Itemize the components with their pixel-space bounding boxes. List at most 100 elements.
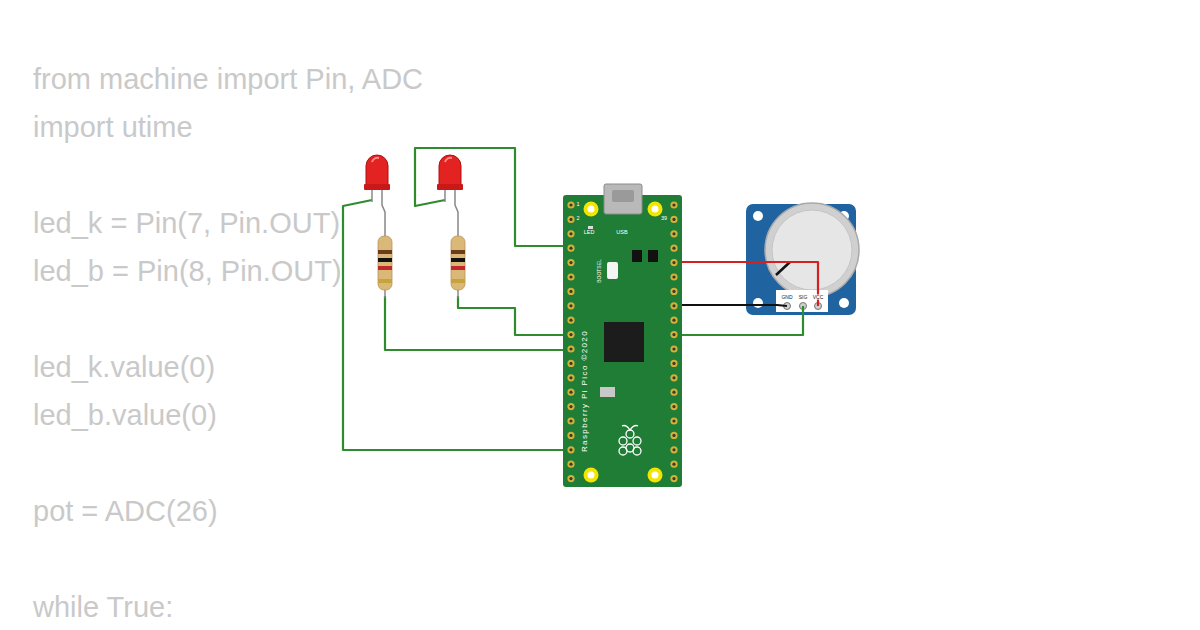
pin-pad [670,360,677,367]
pin-pad [670,461,677,468]
mounting-hole-center [588,472,595,479]
pin-pad [670,475,677,482]
pin-pad [567,230,574,237]
pin-pad [670,417,677,424]
pin-hole [569,319,572,322]
berry [633,437,641,445]
usb-opening [612,190,634,202]
resistor-band [451,258,465,262]
pin-hole [672,477,675,480]
mounting-hole [753,211,763,221]
pin-pad [670,273,677,280]
mounting-hole [584,468,599,483]
wire [682,305,787,306]
led-with-resistor [437,155,465,298]
wire [385,296,574,350]
resistor-symbol [451,236,465,290]
pin-hole [569,203,572,206]
pin-hole [569,304,572,307]
pin-hole [672,218,675,221]
pin-pad [567,245,574,252]
board-label: USB [616,230,627,236]
led-leg [455,188,458,237]
led-leg [371,188,373,202]
pin-hole [672,333,675,336]
code-line: led_b.value(0) [33,401,217,430]
pin-hole [569,477,572,480]
mounting-hole [839,298,849,308]
pin-number: 1 [576,202,579,208]
wire [343,200,574,450]
code-line: led_k.value(0) [33,353,215,382]
pin-pad [670,245,677,252]
raspberry-logo [619,426,641,456]
pin-hole [569,362,572,365]
pin-pad [567,201,574,208]
pin-pad [567,374,574,381]
board-label: Raspberry Pi Pico ©2020 [581,330,589,452]
pin-pad [567,417,574,424]
led-leg [382,188,385,237]
pin-pad [567,345,574,352]
pin-hole [569,218,572,221]
pico-board [563,184,682,487]
pin-pad [670,201,677,208]
pin-pad [670,317,677,324]
board-label: LED [584,230,595,236]
resistor-band [378,250,392,254]
pin-pad [670,345,677,352]
led-rim [437,184,463,190]
pin-hole [569,261,572,264]
mounting-hole-center [652,472,659,479]
pin-hole [672,463,675,466]
resistor-band [378,266,392,270]
smd-part [632,250,642,262]
pin-hole [569,290,572,293]
pin-pad [567,302,574,309]
pot-knob [772,210,852,290]
pot-pcb [746,204,856,315]
board-label: BOOTSEL [597,259,602,283]
pin-hole [672,304,675,307]
knob-indicator [776,262,790,275]
pin-pad [567,360,574,367]
potentiometer-box: GNDSIGVCC [746,204,856,315]
berry [619,447,627,455]
resistor-band [378,279,392,283]
pin-name: VCC [812,295,824,300]
pin-number: 2 [576,216,579,222]
pin-hole [672,275,675,278]
pin-hole [672,290,675,293]
code-line: pot = ADC(26) [33,497,218,526]
pin-pad [670,446,677,453]
led-leg [444,188,446,202]
mounting-hole [648,202,663,217]
pin-pad [670,331,677,338]
pin-hole [672,347,675,350]
berry-leaf [622,426,638,431]
pin-hole [569,448,572,451]
pin-name: GND [781,295,793,300]
bootsel-button [607,262,618,279]
code-line: led_k = Pin(7, Pin.OUT) [33,209,340,238]
pin-hole [569,419,572,422]
flash-part [600,387,615,397]
berry [619,437,627,445]
pin-pad [567,446,574,453]
pin-hole [569,376,572,379]
pin-hole [672,261,675,264]
resistor-symbol [378,236,392,290]
wire [682,306,803,335]
pin-hole [672,376,675,379]
pin-hole [672,203,675,206]
pin-hole [672,434,675,437]
pin-hole [672,405,675,408]
pin-hole [569,347,572,350]
pin-pad [670,374,677,381]
pin-pad [567,288,574,295]
usb-connector [604,184,642,214]
pin-hole [672,391,675,394]
